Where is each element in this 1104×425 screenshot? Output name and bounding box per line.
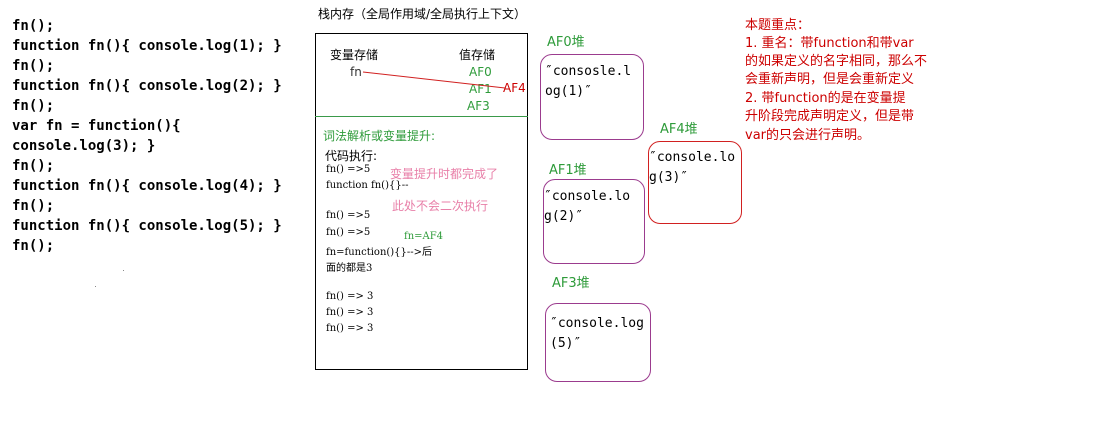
code-line: console.log(3); }: [12, 138, 156, 154]
exec-line: 面的都是3: [326, 263, 373, 274]
heap-af3-box: ″console.log (5)″: [545, 303, 651, 382]
code-line: function fn(){ console.log(4); }: [12, 178, 282, 194]
code-line: fn();: [12, 58, 55, 74]
code-line: var fn = function(){: [12, 118, 181, 134]
heap-af0-text: ″consosle.l og(1)″: [545, 64, 632, 99]
heap-af3-label: AF3堆: [552, 276, 590, 291]
var-store-header: 变量存储: [330, 48, 379, 62]
fn-af4-note: fn=AF4: [404, 231, 444, 242]
value-af0: AF0: [469, 65, 492, 79]
heap-af0-label: AF0堆: [547, 35, 585, 50]
value-store-header: 值存储: [459, 48, 496, 62]
code-listing: fn(); function fn(){ console.log(1); } f…: [12, 16, 282, 256]
exec-line: fn() =>5: [326, 227, 371, 238]
fn-pointer-line: [362, 71, 506, 89]
exec-line: fn() => 3: [326, 323, 374, 334]
heap-af4-text: ″console.lo g(3)″: [649, 150, 736, 185]
note-line: 1. 重名：带function和带var: [745, 36, 914, 51]
code-line: fn();: [12, 18, 55, 34]
exec-title: 代码执行:: [325, 149, 378, 163]
note-line: 的如果定义的名字相同，那么不: [745, 54, 928, 69]
code-line: fn();: [12, 198, 55, 214]
code-line: function fn(){ console.log(2); }: [12, 78, 282, 94]
heap-af1-box: ″console.lo g(2)″: [543, 179, 645, 264]
note-hoist-done: 变量提升时都完成了: [390, 167, 499, 181]
code-line: fn();: [12, 98, 55, 114]
stack-divider: [315, 116, 528, 117]
heap-af0-box: ″consosle.l og(1)″: [540, 54, 644, 140]
heap-af4-label: AF4堆: [660, 122, 698, 137]
exec-line: function fn(){}--: [326, 180, 409, 191]
stack-memory-box: [315, 33, 528, 370]
stray-dot: [123, 270, 124, 271]
stray-dot: [95, 286, 96, 287]
code-line: function fn(){ console.log(1); }: [12, 38, 282, 54]
exec-line: fn() => 3: [326, 291, 374, 302]
heap-af3-text: ″console.log (5)″: [550, 316, 644, 351]
exec-line: fn() =>5: [326, 164, 371, 175]
exec-line: fn=function(){}-->后: [326, 247, 433, 258]
var-fn: fn: [350, 65, 362, 79]
exec-line: fn() => 3: [326, 307, 374, 318]
note-line: 升阶段完成声明定义，但是带: [745, 109, 915, 124]
code-line: fn();: [12, 158, 55, 174]
value-af4: AF4: [503, 81, 526, 95]
note-no-redeclare: 此处不会二次执行: [392, 199, 489, 213]
heap-af4-box: ″console.lo g(3)″: [648, 141, 742, 224]
note-line: 会重新声明，但是会重新定义: [745, 72, 915, 87]
notes-title: 本题重点：: [745, 18, 811, 33]
code-line: fn();: [12, 238, 55, 254]
code-line: function fn(){ console.log(5); }: [12, 218, 282, 234]
hoist-title: 词法解析或变量提升:: [323, 129, 436, 143]
value-af3: AF3: [467, 99, 490, 113]
stack-title: 栈内存（全局作用域/全局执行上下文）: [318, 7, 527, 21]
note-line: var的只会进行声明。: [745, 128, 871, 143]
heap-af1-label: AF1堆: [549, 163, 587, 178]
heap-af1-text: ″console.lo g(2)″: [544, 189, 631, 224]
exec-line: fn() =>5: [326, 210, 371, 221]
note-line: 2. 带function的是在变量提: [745, 91, 906, 106]
